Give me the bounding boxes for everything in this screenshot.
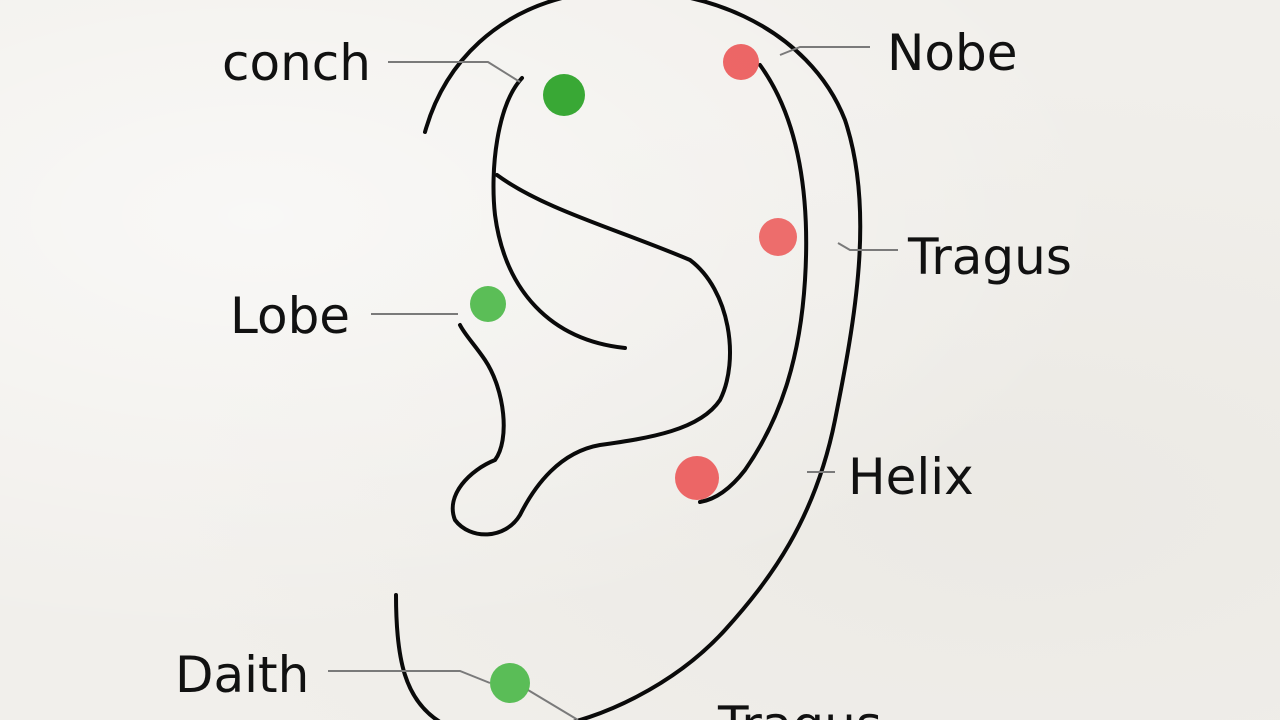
nobe-dot: [723, 44, 759, 80]
label-nobe: Nobe: [887, 24, 1018, 82]
lobe-dot: [470, 286, 506, 322]
label-helix: Helix: [848, 448, 974, 506]
daith-dot: [490, 663, 530, 703]
ear-inner-crus: [491, 76, 627, 350]
tragus-partial-leader: [527, 689, 579, 720]
ear-inner-antihelix: [698, 63, 809, 504]
tragus-leader: [837, 242, 898, 251]
label-tragus: Tragus: [907, 228, 1072, 286]
label-daith: Daith: [175, 646, 309, 704]
label-tragus-partial: Tragus: [717, 696, 882, 720]
nobe-leader: [779, 46, 870, 56]
ear-lobe-curve: [394, 593, 441, 720]
conch-leader: [388, 61, 521, 83]
leader-lines: [328, 46, 898, 720]
helix-dot: [675, 456, 719, 500]
ear-outline: [394, 0, 863, 720]
daith-leader: [328, 670, 491, 684]
ear-concha-fold: [450, 173, 732, 537]
tragus-dot: [759, 218, 797, 256]
label-conch: conch: [222, 34, 371, 92]
piercing-dots: [470, 44, 797, 703]
label-lobe: Lobe: [230, 287, 350, 345]
ear-outer-helix: [423, 0, 863, 720]
labels: conch Nobe Tragus Lobe Helix Daith Tragu…: [175, 24, 1072, 720]
conch-dot: [543, 74, 585, 116]
